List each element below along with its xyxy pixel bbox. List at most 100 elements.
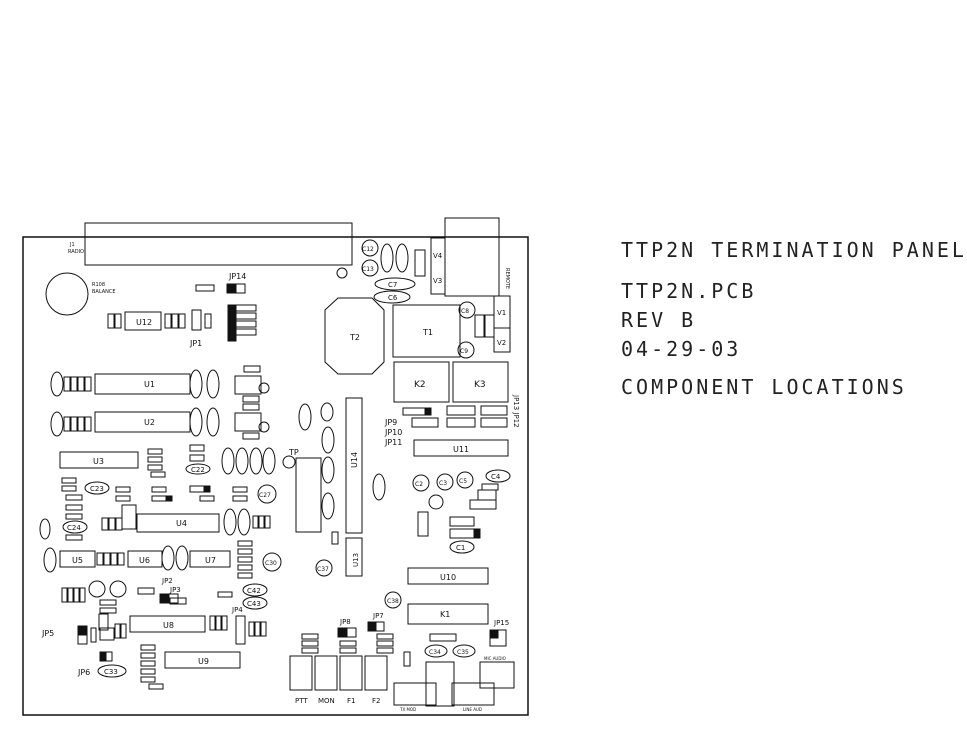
- svg-text:T1: T1: [422, 328, 433, 337]
- chip-u3: [59, 451, 139, 469]
- connector-mon: [314, 655, 338, 691]
- svg-text:V2: V2: [497, 339, 506, 347]
- svg-text:K2: K2: [414, 380, 426, 390]
- pot-balance: [45, 272, 89, 316]
- chip-u9: [164, 651, 241, 669]
- svg-text:U5: U5: [72, 556, 83, 565]
- chip-u2: [94, 411, 191, 433]
- label-j1: J1: [69, 242, 75, 248]
- svg-text:U4: U4: [176, 519, 187, 528]
- svg-text:C6: C6: [388, 294, 398, 302]
- svg-text:MIC AUDIO: MIC AUDIO: [484, 656, 506, 661]
- label-j1-sub: RADIO: [68, 249, 84, 255]
- connector-ptt: [289, 655, 313, 691]
- svg-text:V4: V4: [433, 252, 443, 260]
- svg-text:C42: C42: [247, 587, 261, 595]
- svg-text:JP2: JP2: [161, 577, 173, 585]
- svg-text:U9: U9: [198, 657, 209, 666]
- svg-text:C12: C12: [362, 246, 374, 253]
- relay-k1: [407, 603, 489, 625]
- connector-tx-mod: [393, 682, 437, 706]
- svg-text:U3: U3: [93, 457, 104, 466]
- svg-text:PTT: PTT: [295, 697, 308, 705]
- svg-text:C37: C37: [317, 566, 329, 573]
- svg-text:JP4: JP4: [231, 606, 243, 614]
- svg-text:U7: U7: [205, 556, 216, 565]
- svg-text:C38: C38: [387, 598, 399, 605]
- svg-text:C23: C23: [90, 485, 104, 493]
- chip-u12: [124, 311, 162, 331]
- svg-text:C33: C33: [104, 668, 118, 676]
- svg-text:U14: U14: [350, 452, 359, 468]
- title-line-5: COMPONENT LOCATIONS: [621, 375, 907, 399]
- svg-text:U2: U2: [144, 418, 155, 427]
- svg-text:K3: K3: [474, 380, 486, 390]
- svg-text:JP3: JP3: [169, 586, 181, 594]
- svg-text:JP15: JP15: [493, 619, 509, 627]
- svg-text:LINE AUD: LINE AUD: [463, 707, 482, 712]
- svg-text:JP5: JP5: [41, 629, 54, 638]
- chip-u10: [407, 567, 489, 585]
- chip-u8: [129, 615, 206, 633]
- svg-text:JP6: JP6: [77, 668, 90, 677]
- chip-u13: [345, 537, 363, 577]
- chip-u14: [345, 397, 363, 534]
- svg-text:C24: C24: [67, 524, 81, 532]
- svg-text:JP1: JP1: [189, 339, 202, 348]
- connector-line-aud: [451, 682, 495, 706]
- svg-text:C4: C4: [491, 473, 501, 481]
- svg-text:BALANCE: BALANCE: [92, 289, 116, 295]
- svg-text:U1: U1: [144, 380, 155, 389]
- connector-remote: [444, 217, 500, 297]
- title-line-2: TTP2N.PCB: [621, 279, 757, 303]
- title-line-3: REV B: [621, 308, 697, 332]
- svg-text:C8: C8: [461, 308, 469, 315]
- connector-f2: [364, 655, 388, 691]
- transformer-t2: [324, 297, 385, 375]
- connector-f1: [339, 655, 363, 691]
- label-balance: R108: [92, 282, 105, 288]
- svg-text:C1: C1: [456, 544, 465, 552]
- svg-text:U13: U13: [352, 553, 360, 567]
- svg-text:U6: U6: [139, 556, 150, 565]
- svg-text:JP9: JP9: [384, 418, 397, 427]
- svg-text:C22: C22: [191, 466, 205, 474]
- svg-text:C5: C5: [459, 478, 467, 485]
- chip-u5: [59, 550, 96, 568]
- svg-text:C13: C13: [362, 266, 374, 273]
- svg-text:F1: F1: [347, 697, 355, 705]
- svg-text:V1: V1: [497, 309, 506, 317]
- chip-u11: [413, 439, 509, 457]
- svg-text:JP7: JP7: [372, 612, 384, 620]
- svg-text:JP8: JP8: [339, 618, 351, 626]
- transformer-t1: [392, 304, 461, 358]
- connector-j1: [84, 222, 353, 266]
- label-remote: REMOTE: [504, 268, 510, 289]
- svg-text:U11: U11: [453, 445, 469, 454]
- svg-text:U8: U8: [163, 621, 174, 630]
- chip-u7: [189, 550, 231, 568]
- svg-text:C35: C35: [457, 649, 469, 656]
- svg-text:C34: C34: [429, 649, 441, 656]
- svg-text:K1: K1: [440, 610, 450, 619]
- svg-text:V3: V3: [433, 277, 442, 285]
- relay-k3: [452, 361, 509, 403]
- svg-text:C27: C27: [259, 492, 271, 499]
- label-jp14: JP14: [228, 272, 246, 281]
- svg-text:MON: MON: [318, 697, 335, 705]
- svg-text:C3: C3: [439, 480, 447, 487]
- board-outline: [22, 236, 529, 716]
- title-line-4: 04-29-03: [621, 337, 742, 361]
- svg-text:JP10: JP10: [384, 428, 402, 437]
- svg-text:TP: TP: [288, 448, 299, 457]
- chip-u4: [136, 513, 220, 533]
- svg-text:TX MOD: TX MOD: [399, 707, 416, 712]
- svg-text:U12: U12: [136, 318, 152, 327]
- svg-text:C43: C43: [247, 600, 261, 608]
- label-jp12-13: JP13 JP12: [512, 394, 520, 428]
- title-line-1: TTP2N TERMINATION PANEL: [621, 238, 967, 262]
- svg-text:C9: C9: [460, 348, 468, 355]
- svg-text:JP11: JP11: [384, 438, 402, 447]
- svg-text:C7: C7: [388, 281, 397, 289]
